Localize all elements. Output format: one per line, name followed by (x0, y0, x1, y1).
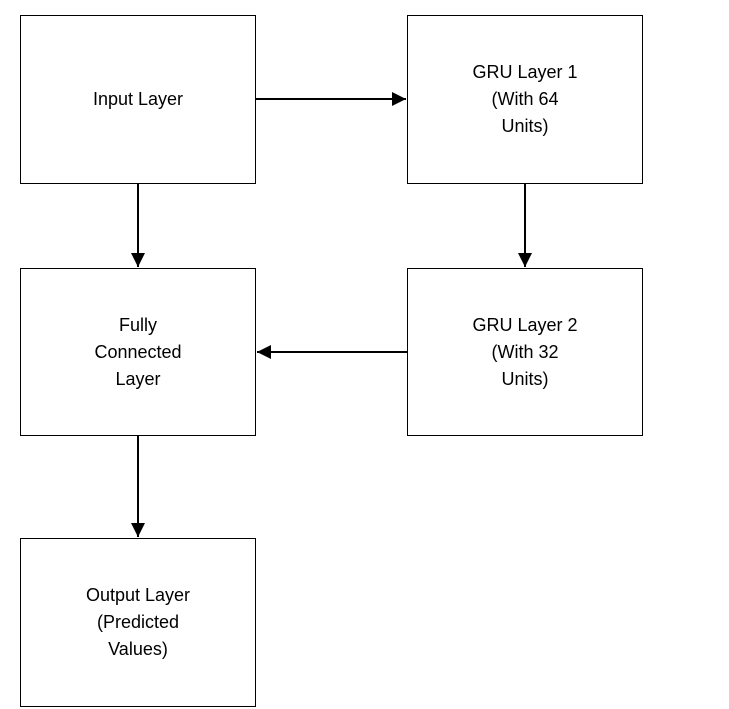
input-layer-node: Input Layer (20, 15, 256, 184)
node-label-line: GRU Layer 1 (472, 62, 578, 82)
gru-layer-1-node: GRU Layer 1 (With 64 Units) (407, 15, 643, 184)
node-label-line: Connected (94, 341, 182, 362)
node-label-line: Fully (118, 314, 157, 335)
node-label-line: GRU Layer 2 (472, 314, 578, 335)
node-label-line: Units) (501, 116, 549, 136)
node-label-line: (Predicted (96, 612, 180, 632)
node-label-line: Units) (501, 368, 549, 389)
output-layer-node: Output Layer (Predicted Values) (20, 538, 256, 707)
node-label-line: (With 32 (491, 341, 559, 362)
node-label-line: Output Layer (85, 585, 191, 605)
gru-layer-2-node: GRU Layer 2 (With 32 Units) (407, 268, 643, 436)
fully-connected-layer-node: Fully Connected Layer (20, 268, 256, 436)
node-label-line: Layer (115, 368, 161, 389)
node-label-line: Values) (108, 639, 168, 659)
node-label-line: Input Layer (92, 89, 184, 109)
node-label-line: (With 64 (491, 89, 559, 109)
